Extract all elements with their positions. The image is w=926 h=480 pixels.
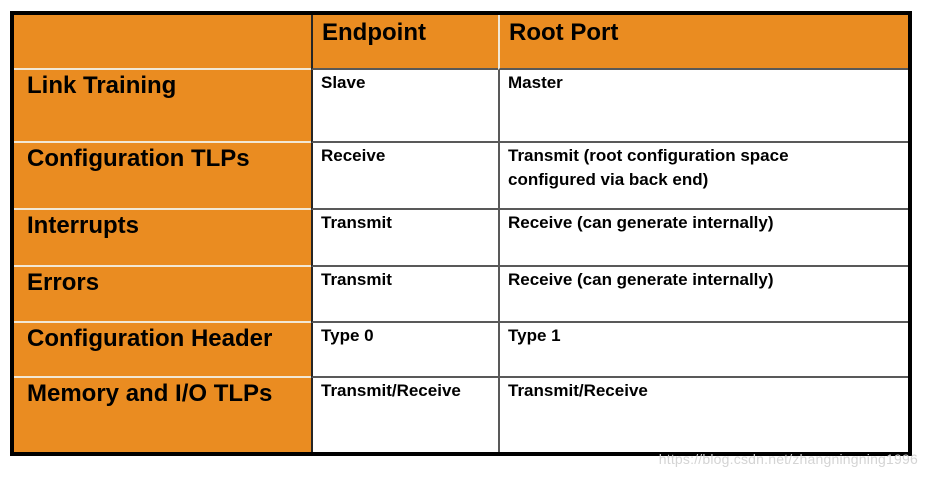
watermark: https://blog.csdn.net/zhangningning1996 [658, 451, 918, 467]
cell-configuration-header-endpoint: Type 0 [311, 323, 498, 378]
cell-interrupts-root-port: Receive (can generate internally) [498, 210, 908, 267]
cell-configuration-header-root-port: Type 1 [498, 323, 908, 378]
cell-configuration-tlps-root-port: Transmit (root configuration space confi… [498, 143, 908, 210]
cell-memory-io-tlps-root-port: Transmit/Receive [498, 378, 908, 452]
row-label-memory-io-tlps: Memory and I/O TLPs [14, 378, 311, 452]
table-row: Configuration TLPs Receive Transmit (roo… [14, 143, 908, 210]
cell-configuration-tlps-endpoint: Receive [311, 143, 498, 210]
corner-cell [14, 15, 311, 70]
cell-interrupts-endpoint: Transmit [311, 210, 498, 267]
table-row: Configuration Header Type 0 Type 1 [14, 323, 908, 378]
table-row: Interrupts Transmit Receive (can generat… [14, 210, 908, 267]
row-label-interrupts: Interrupts [14, 210, 311, 267]
column-header-root-port: Root Port [498, 15, 908, 70]
cell-errors-endpoint: Transmit [311, 267, 498, 323]
row-label-link-training: Link Training [14, 70, 311, 143]
column-header-endpoint: Endpoint [311, 15, 498, 70]
table-row: Link Training Slave Master [14, 70, 908, 143]
cell-memory-io-tlps-endpoint: Transmit/Receive [311, 378, 498, 452]
row-label-errors: Errors [14, 267, 311, 323]
row-label-configuration-tlps: Configuration TLPs [14, 143, 311, 210]
cell-errors-root-port: Receive (can generate internally) [498, 267, 908, 323]
cell-link-training-root-port: Master [498, 70, 908, 143]
table-row: Errors Transmit Receive (can generate in… [14, 267, 908, 323]
cell-link-training-endpoint: Slave [311, 70, 498, 143]
endpoint-rootport-comparison-table: Endpoint Root Port Link Training Slave M… [10, 11, 912, 456]
row-label-configuration-header: Configuration Header [14, 323, 311, 378]
table-row: Memory and I/O TLPs Transmit/Receive Tra… [14, 378, 908, 452]
table-header-row: Endpoint Root Port [14, 15, 908, 70]
